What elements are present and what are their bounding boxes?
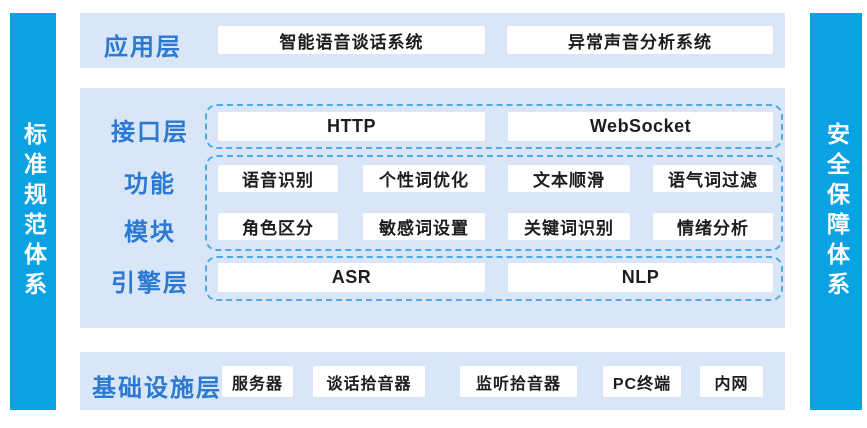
engine-layer-label: 引擎层: [111, 270, 189, 297]
function-item-modal-word-filtering: 语气词过滤: [653, 165, 773, 192]
engine-item-asr: ASR: [218, 263, 485, 292]
application-layer-label: 应用层: [104, 34, 182, 61]
function-label: 功能: [124, 171, 176, 198]
function-item-speech-recognition: 语音识别: [218, 165, 338, 192]
infrastructure-layer-band: 基础设施层 服务器 谈话拾音器 监听拾音器 PC终端 内网: [80, 352, 785, 410]
interface-item-http: HTTP: [218, 112, 485, 141]
app-item-abnormal-sound-analysis-system: 异常声音分析系统: [507, 26, 773, 54]
interface-item-websocket: WebSocket: [508, 112, 773, 141]
engine-item-nlp: NLP: [508, 263, 773, 292]
function-item-text-smoothing: 文本顺滑: [508, 165, 630, 192]
right-pillar-label: 安全保障体系: [823, 121, 850, 302]
engine-layer-dashed-frame: [205, 256, 783, 301]
function-item-role-distinction: 角色区分: [218, 213, 338, 240]
app-item-intelligent-voice-conversation-system: 智能语音谈话系统: [218, 26, 485, 54]
infra-item-monitoring-pickup-mic: 监听拾音器: [460, 366, 577, 397]
infra-item-intranet: 内网: [700, 366, 763, 397]
function-item-sensitive-word-settings: 敏感词设置: [363, 213, 485, 240]
infra-item-pc-terminal: PC终端: [603, 366, 681, 397]
infra-item-conversation-pickup-mic: 谈话拾音器: [313, 366, 425, 397]
function-item-emotion-analysis: 情绪分析: [653, 213, 773, 240]
left-pillar-label: 标准规范体系: [20, 121, 47, 302]
function-item-personalized-word-optimization: 个性词优化: [363, 165, 485, 192]
right-pillar-security-system: 安全保障体系: [810, 13, 862, 410]
module-label: 模块: [124, 219, 176, 246]
function-item-keyword-recognition: 关键词识别: [508, 213, 630, 240]
infra-item-server: 服务器: [222, 366, 293, 397]
interface-layer-label: 接口层: [111, 119, 189, 146]
infrastructure-layer-label: 基础设施层: [92, 375, 222, 402]
middle-layers-band: 接口层 功能 模块 引擎层 HTTP WebSocket 语音识别 个性词优化 …: [80, 88, 785, 328]
interface-layer-dashed-frame: [205, 104, 783, 149]
left-pillar-standards-system: 标准规范体系: [10, 13, 56, 410]
application-layer-band: 应用层 智能语音谈话系统 异常声音分析系统: [80, 13, 785, 68]
function-module-dashed-frame: [205, 155, 783, 251]
